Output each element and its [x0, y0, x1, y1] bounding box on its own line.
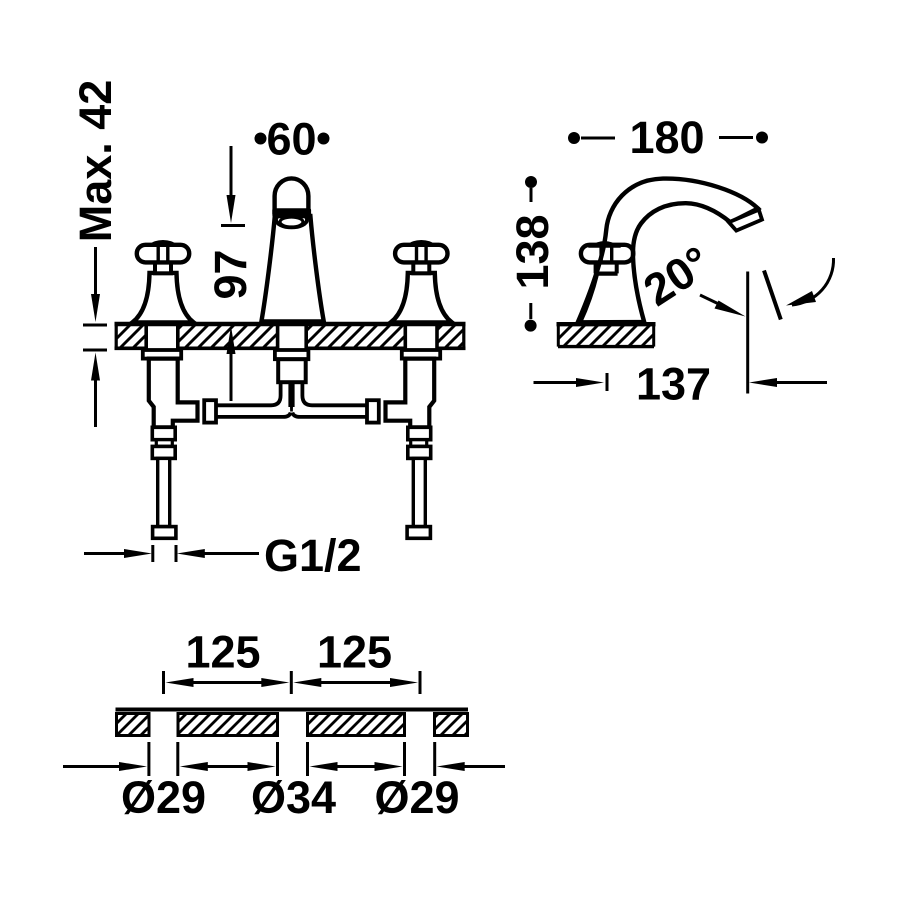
svg-text:125: 125	[317, 627, 392, 678]
svg-text:Ø34: Ø34	[251, 772, 336, 823]
svg-text:Ø29: Ø29	[374, 772, 459, 823]
svg-text:G1/2: G1/2	[264, 530, 362, 581]
svg-text:60: 60	[266, 114, 316, 165]
svg-text:125: 125	[185, 627, 260, 678]
svg-text:Ø29: Ø29	[121, 772, 206, 823]
svg-text:97: 97	[205, 249, 256, 299]
svg-text:Max. 42: Max. 42	[70, 80, 121, 243]
svg-text:137: 137	[636, 359, 711, 410]
svg-text:138: 138	[507, 214, 558, 289]
svg-text:180: 180	[629, 112, 704, 163]
